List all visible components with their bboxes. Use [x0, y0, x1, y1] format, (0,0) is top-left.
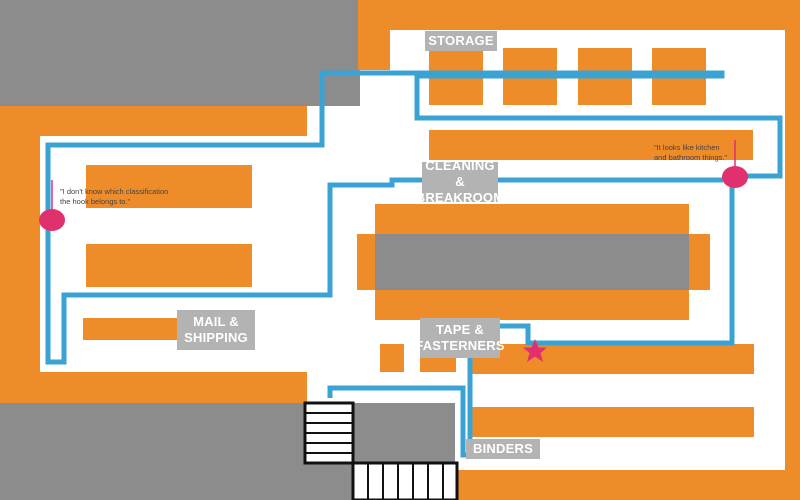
stairs-icon — [303, 401, 355, 465]
cleaning-shelf — [429, 130, 753, 160]
shelf-left-top — [0, 106, 307, 136]
area-label-text: FASTERNERS — [415, 338, 505, 353]
left-shelf — [86, 165, 252, 208]
shelf-left-wall — [0, 106, 40, 403]
note-text: "I don't know which classification — [60, 187, 169, 196]
area-label-storage: STORAGE — [425, 31, 497, 51]
circle-marker-icon — [39, 209, 65, 231]
star-icon — [523, 339, 547, 362]
area-label-text: TAPE & — [436, 322, 484, 337]
note-text: the hook belongs to." — [60, 197, 131, 206]
note-left: "I don't know which classification the h… — [60, 187, 220, 207]
center-island-core — [375, 234, 689, 290]
area-label-text: BREAKROOM — [415, 190, 505, 205]
left-shelf — [86, 244, 252, 287]
area-label-binders: BINDERS — [466, 439, 540, 459]
area-label-cleaning: CLEANING & BREAKROOM — [416, 158, 504, 205]
note-text: and bathroom things." — [654, 153, 728, 162]
binders-shelf — [470, 407, 754, 437]
shelf-top-left-wall — [358, 0, 390, 70]
note-text: "It looks like kitchen — [654, 143, 720, 152]
tape-shelf — [470, 344, 754, 374]
area-label-text: BINDERS — [473, 441, 533, 456]
stairs-icon — [351, 461, 459, 500]
shelf-left-bottom — [0, 372, 307, 403]
shopping-path — [45, 70, 783, 458]
area-label-text: STORAGE — [428, 33, 494, 48]
mail-shelf — [83, 318, 193, 340]
area-label-mail: MAIL & SHIPPING — [177, 310, 255, 350]
note-right: "It looks like kitchen and bathroom thin… — [654, 143, 744, 163]
shelf-top-wall — [358, 0, 800, 30]
wall-top-left — [0, 0, 360, 106]
area-label-tape: TAPE & FASTERNERS — [415, 318, 505, 358]
area-label-text: SHIPPING — [184, 330, 248, 345]
circle-marker-icon — [722, 166, 748, 188]
area-label-text: CLEANING & — [425, 158, 495, 189]
area-label-text: MAIL & — [193, 314, 239, 329]
small-shelf — [380, 344, 404, 372]
shelf-right-wall — [785, 0, 800, 500]
shelf-bottom-right — [455, 470, 785, 500]
